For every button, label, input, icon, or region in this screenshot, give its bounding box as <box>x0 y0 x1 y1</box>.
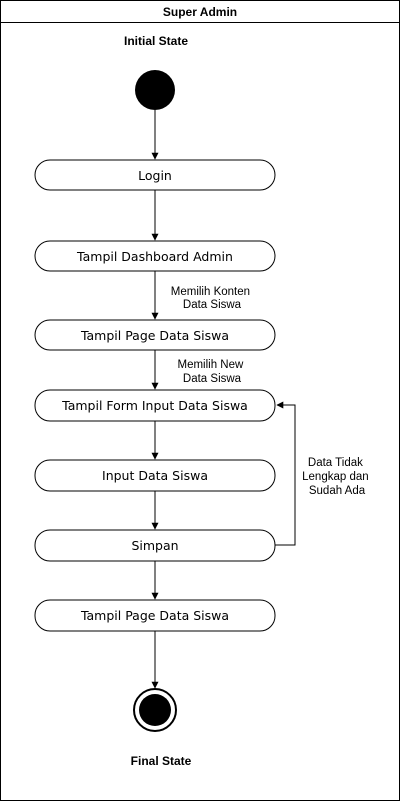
edge-simpan-loop-to-form <box>275 401 296 546</box>
guard-tidak-lengkap-line-1: Data Tidak <box>308 457 363 469</box>
final-state-label: Final State <box>131 754 192 768</box>
activity-login-label: Login <box>138 168 172 183</box>
guard-pilih-new-line-2: Data Siswa <box>183 373 242 385</box>
guard-pilih-new-line-1: Memilih New <box>177 359 244 371</box>
activity-form-input: Tampil Form Input Data Siswa <box>34 389 276 422</box>
guard-pilih-konten: Memilih Konten Data Siswa <box>171 286 253 311</box>
guard-pilih-konten-line-2: Data Siswa <box>183 299 242 311</box>
guard-pilih-new: Memilih New Data Siswa <box>177 359 246 385</box>
activity-page-siswa-1-label: Tampil Page Data Siswa <box>80 328 229 343</box>
activity-form-input-label: Tampil Form Input Data Siswa <box>61 398 248 413</box>
initial-state-node <box>135 70 175 110</box>
final-state-node <box>133 688 177 732</box>
guard-tidak-lengkap: Data Tidak Lengkap dan Sudah Ada <box>302 457 372 497</box>
activity-simpan: Simpan <box>34 529 276 562</box>
swimlane-title: Super Admin <box>163 5 237 19</box>
edges <box>151 110 296 689</box>
guard-pilih-konten-line-1: Memilih Konten <box>171 286 250 298</box>
activity-dashboard-label: Tampil Dashboard Admin <box>76 249 233 264</box>
guard-tidak-lengkap-line-3: Sudah Ada <box>309 485 366 497</box>
activity-dashboard: Tampil Dashboard Admin <box>34 240 276 272</box>
guard-tidak-lengkap-line-2: Lengkap dan <box>302 471 369 483</box>
initial-state-label: Initial State <box>124 34 188 48</box>
activity-input-data: Input Data Siswa <box>34 459 276 492</box>
activity-login: Login <box>34 159 276 191</box>
activity-page-siswa-2: Tampil Page Data Siswa <box>34 599 276 632</box>
activity-page-siswa-2-label: Tampil Page Data Siswa <box>80 608 229 623</box>
activity-page-siswa-1: Tampil Page Data Siswa <box>34 319 276 351</box>
activity-simpan-label: Simpan <box>131 538 178 553</box>
activity-input-data-label: Input Data Siswa <box>102 468 208 483</box>
